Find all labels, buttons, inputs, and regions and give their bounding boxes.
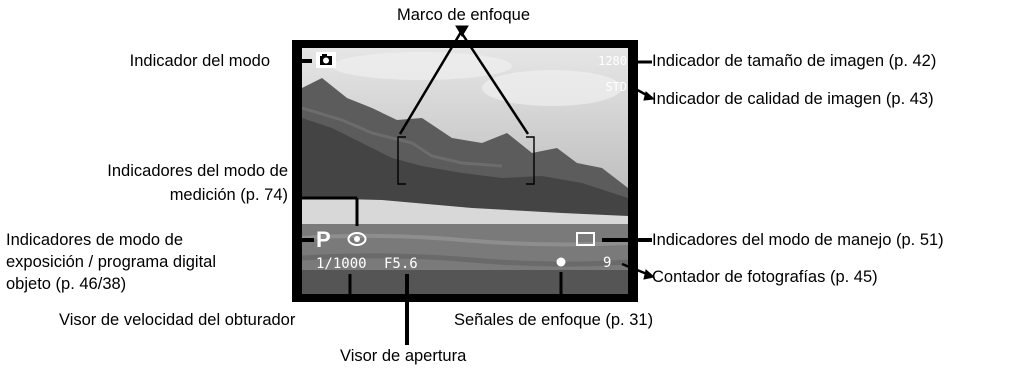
focus-dot-icon <box>556 257 566 267</box>
label-focus-frame: Marco de enfoque <box>397 6 531 24</box>
leader-lines <box>292 25 656 345</box>
label-drive-mode: Indicadores del modo de manejo (p. 51) <box>652 231 944 249</box>
landscape-photo <box>302 52 628 294</box>
label-exposure-line3: objeto (p. 46/38) <box>6 275 127 293</box>
camera-icon <box>316 52 336 68</box>
focus-frame-brackets <box>397 136 535 185</box>
label-aperture-display: Visor de apertura <box>340 347 467 365</box>
aperture-value: F5.6 <box>384 256 418 272</box>
image-size-value: 1280 <box>598 54 627 68</box>
label-metering-line1: Indicadores del modo de <box>107 162 288 180</box>
label-mode-indicator: Indicador del modo <box>129 52 270 70</box>
label-image-size: Indicador de tamaño de imagen (p. 42) <box>652 52 937 70</box>
label-exposure-line1: Indicadores de modo de <box>6 231 184 249</box>
label-metering-line2: medición (p. 74) <box>169 186 288 204</box>
single-frame-icon <box>576 232 595 246</box>
frame-count-value: 9 <box>603 255 612 271</box>
image-quality-value: STD <box>605 80 627 94</box>
exposure-mode-value: P <box>316 227 331 252</box>
label-frame-counter: Contador de fotografías (p. 45) <box>652 268 878 286</box>
metering-eye-icon <box>347 232 367 246</box>
shutter-speed-value: 1/1000 <box>316 256 367 272</box>
lcd-screen <box>302 48 628 294</box>
label-focus-signals: Señales de enfoque (p. 31) <box>454 311 654 329</box>
label-exposure-line2: exposición / programa digital <box>6 253 217 271</box>
label-image-quality: Indicador de calidad de imagen (p. 43) <box>652 90 934 108</box>
label-shutter-display: Visor de velocidad del obturador <box>59 311 296 329</box>
